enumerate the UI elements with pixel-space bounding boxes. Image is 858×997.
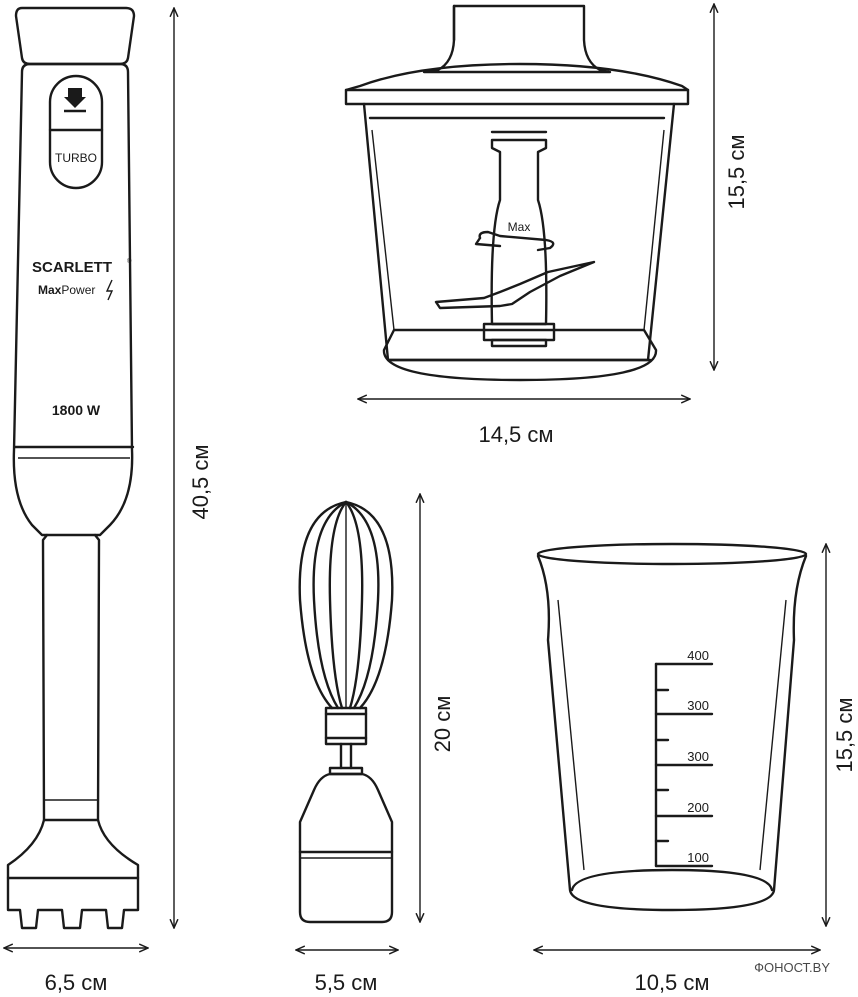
blender-width-label: 6,5 см — [45, 970, 108, 995]
scale-label: 300 — [687, 749, 709, 764]
watermark: ФОНОСТ.BY — [754, 960, 830, 975]
turbo-label: TURBO — [55, 151, 97, 165]
arrow-down-icon — [64, 88, 86, 108]
beaker-scale: 400 300 300 200 100 — [654, 648, 714, 868]
blender-height-label: 40,5 см — [188, 444, 213, 519]
beaker-height-label: 15,5 см — [832, 697, 857, 772]
scale-label: 400 — [687, 648, 709, 663]
power-label: 1800 W — [52, 402, 101, 418]
whisk-height-label: 20 см — [430, 696, 455, 753]
hand-blender: TURBO SCARLETT ® MaxPower 1800 W — [6, 6, 140, 930]
chopper-width-label: 14,5 см — [478, 422, 553, 447]
chopper-height-label: 15,5 см — [724, 134, 749, 209]
registered-mark: ® — [127, 258, 132, 265]
brand-logo: SCARLETT — [32, 259, 112, 276]
blender-top-cap — [14, 6, 136, 66]
beaker-width-label: 10,5 см — [634, 970, 709, 995]
blender-shaft — [41, 533, 101, 822]
blender-body — [12, 62, 134, 537]
whisk — [298, 500, 394, 924]
scale-label: 200 — [687, 800, 709, 815]
scale-label: 300 — [687, 698, 709, 713]
turbo-button — [48, 74, 104, 190]
lightning-icon — [105, 279, 114, 301]
measuring-beaker: 400 300 300 200 100 — [536, 542, 808, 912]
max-label: Max — [508, 220, 531, 234]
scale-label: 100 — [687, 850, 709, 865]
whisk-width-label: 5,5 см — [315, 970, 378, 995]
chopper-bowl: Max — [344, 4, 690, 382]
model-name: MaxPower — [38, 283, 95, 297]
blender-foot — [6, 818, 140, 930]
